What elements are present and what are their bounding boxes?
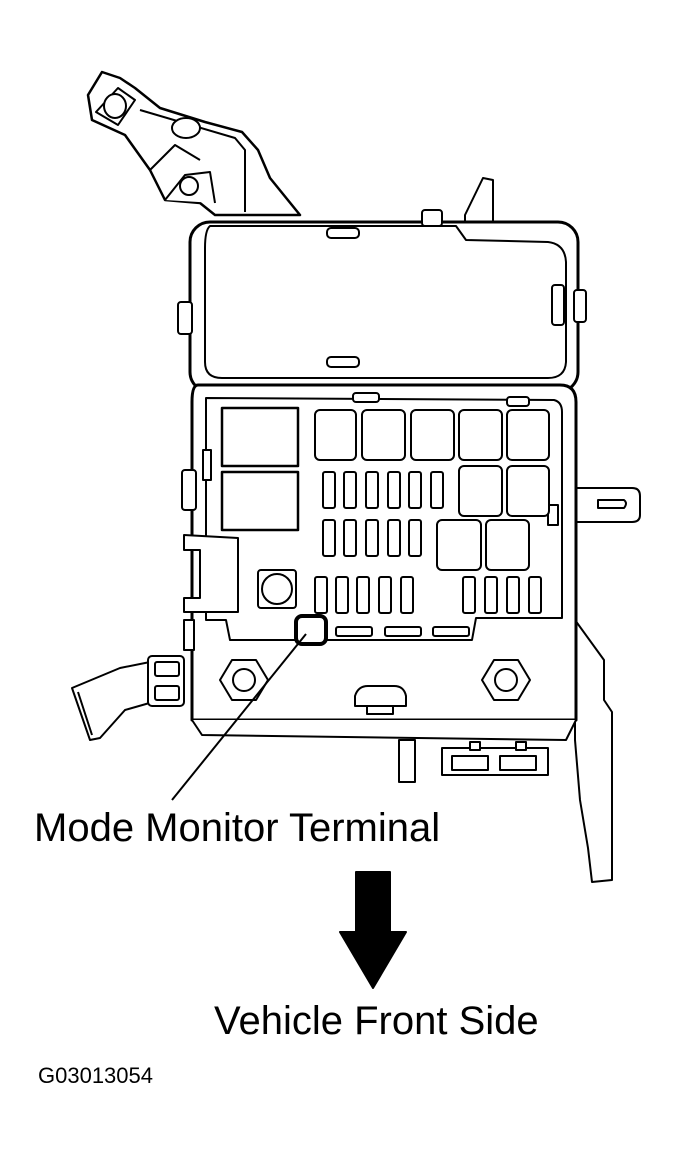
terminal-leader-line	[171, 633, 307, 801]
mini-fuses	[314, 471, 542, 637]
figure-code: G03013054	[38, 1063, 153, 1088]
upper-cover	[177, 209, 587, 394]
right-lower-bracket	[574, 619, 613, 883]
center-clip	[354, 685, 407, 715]
front-direction-arrow	[339, 871, 407, 989]
bottom-connectors	[398, 739, 549, 783]
mode-monitor-terminal-label: Mode Monitor Terminal	[34, 806, 441, 850]
mounting-bracket	[86, 70, 302, 217]
round-fuse	[257, 569, 297, 609]
left-pipe-connector	[71, 655, 185, 741]
vehicle-front-side-label: Vehicle Front Side	[214, 999, 539, 1043]
relay-blocks	[220, 406, 550, 571]
hex-nut-right	[481, 659, 531, 701]
